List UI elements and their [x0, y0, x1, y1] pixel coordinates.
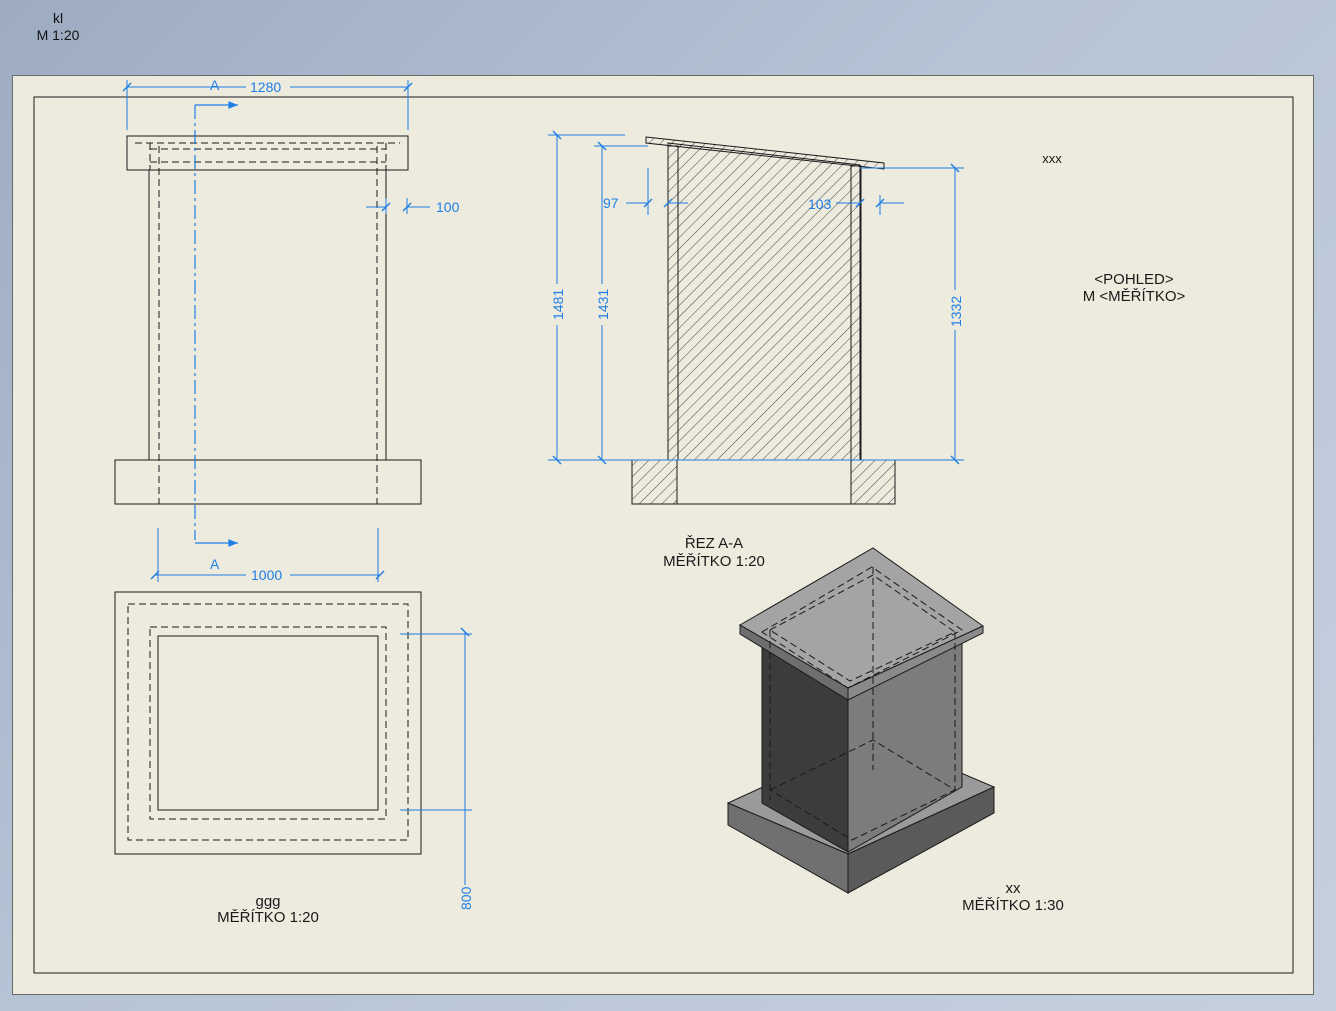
- dim-total-height: 1481: [550, 289, 566, 320]
- sheet-corner-label: kl M 1:20: [30, 10, 86, 44]
- iso-view-scale: MĚŘÍTKO 1:30: [962, 897, 1064, 914]
- drawing-frame: [33, 96, 1294, 974]
- iso-hidden-lines: [761, 566, 963, 841]
- section-base-mid: [676, 459, 852, 505]
- iso-view[interactable]: [726, 547, 996, 894]
- corner-title: kl: [52, 10, 64, 26]
- front-view[interactable]: [114, 135, 422, 505]
- dim-plan-width: 1000: [251, 567, 282, 583]
- section-line-a[interactable]: [194, 101, 238, 547]
- plan-view[interactable]: [114, 591, 422, 855]
- dim-front-width: 1280: [250, 79, 281, 95]
- placeholder-view-scale: M <MĚŘÍTKO>: [1083, 288, 1186, 305]
- drawing-sheet[interactable]: [12, 75, 1314, 995]
- plan-hidden-lines: [127, 603, 409, 841]
- dim-right-wall: 103: [808, 196, 832, 212]
- section-base-right: [850, 459, 896, 505]
- section-marker-bottom: A: [210, 556, 220, 572]
- section-wall-fill: [667, 142, 861, 461]
- section-dimensions: [548, 130, 964, 465]
- iso-roof-edge-right: [847, 625, 984, 701]
- plan-outer: [114, 591, 422, 855]
- front-hidden-lines: [135, 142, 400, 504]
- plan-inner: [157, 635, 379, 811]
- section-base-left: [631, 459, 678, 505]
- plan-view-scale: MĚŘÍTKO 1:20: [217, 909, 319, 926]
- dim-right-height: 1332: [948, 296, 964, 327]
- placeholder-view-title: <POHLED>: [1094, 271, 1173, 288]
- section-marker-top: A: [210, 77, 220, 93]
- iso-view-title: xx: [1006, 880, 1022, 897]
- iso-base-right: [847, 786, 995, 894]
- section-view[interactable]: [631, 136, 896, 505]
- corner-scale: M 1:20: [36, 27, 80, 43]
- front-base-slab: [114, 459, 422, 505]
- dim-left-wall: 97: [603, 195, 619, 211]
- plan-view-title: ggg: [255, 893, 280, 910]
- section-view-scale: MĚŘÍTKO 1:20: [663, 553, 765, 570]
- front-roof-slab: [126, 135, 409, 171]
- front-wall-body: [148, 169, 387, 461]
- dim-wall-height: 1431: [595, 289, 611, 320]
- plan-dimensions: [150, 528, 472, 885]
- dim-front-offset: 100: [436, 199, 460, 215]
- section-view-title: ŘEZ A-A: [685, 535, 743, 552]
- dim-plan-depth: 800: [458, 886, 474, 910]
- front-dimensions: [122, 80, 430, 214]
- note-text: xxx: [1042, 151, 1062, 166]
